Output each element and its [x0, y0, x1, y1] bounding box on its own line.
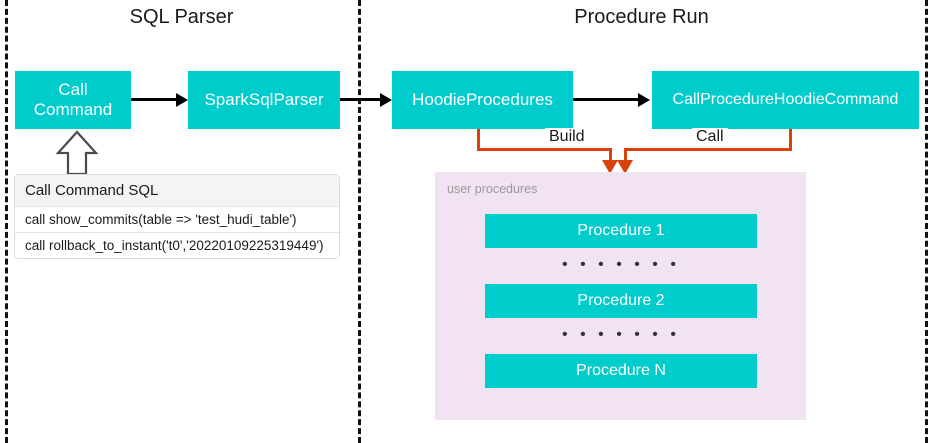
arrow-hoodie-procedures-to-call-procedure-hoodie-command: [573, 98, 638, 101]
arrow-head-hoodie-procedures-icon: [380, 92, 392, 107]
arrow-head-build-icon: [602, 160, 618, 174]
edge-label-call: Call: [692, 128, 728, 146]
procedures-ellipsis-1: • • • • • • •: [562, 256, 680, 273]
arrow-head-spark-sql-parser-icon: [176, 92, 188, 107]
arrow-call-command-to-spark-sql-parser: [131, 98, 176, 101]
connector-call-vertical-right: [789, 129, 792, 151]
node-spark-sql-parser[interactable]: SparkSqlParser: [188, 71, 340, 129]
arrow-spark-sql-parser-to-hoodie-procedures: [340, 98, 380, 101]
node-call-command-line1: Call: [58, 80, 88, 100]
connector-call-horizontal: [624, 148, 792, 151]
connector-build-vertical-down: [609, 148, 612, 164]
divider-right: [925, 0, 928, 443]
user-procedures-caption: user procedures: [447, 182, 538, 196]
arrow-head-call-icon: [617, 160, 633, 174]
node-call-command-line2: Command: [33, 100, 113, 119]
node-hoodie-procedures[interactable]: HoodieProcedures: [392, 71, 573, 129]
node-call-command[interactable]: Call Command: [15, 71, 131, 129]
arrow-head-call-procedure-hoodie-command-icon: [638, 92, 650, 107]
section-title-procedure-run: Procedure Run: [574, 6, 709, 28]
connector-build-vertical-left: [477, 129, 480, 151]
connector-build-horizontal: [477, 148, 612, 151]
procedure-item-n[interactable]: Procedure N: [485, 354, 757, 388]
connector-call-vertical-down: [624, 148, 627, 164]
call-command-sql-card: Call Command SQL call show_commits(table…: [14, 174, 340, 259]
procedure-item-2[interactable]: Procedure 2: [485, 284, 757, 318]
node-call-procedure-hoodie-command[interactable]: CallProcedureHoodieCommand: [652, 71, 919, 129]
sql-card-row: call rollback_to_instant('t0','202201092…: [15, 233, 339, 258]
sql-card-row: call show_commits(table => 'test_hudi_ta…: [15, 207, 339, 233]
sql-card-header: Call Command SQL: [15, 175, 339, 207]
divider-left: [5, 0, 8, 443]
procedure-item-1[interactable]: Procedure 1: [485, 214, 757, 248]
edge-label-build: Build: [545, 128, 589, 146]
procedures-ellipsis-2: • • • • • • •: [562, 326, 680, 343]
section-title-sql-parser: SQL Parser: [129, 6, 234, 28]
divider-middle: [358, 0, 361, 443]
